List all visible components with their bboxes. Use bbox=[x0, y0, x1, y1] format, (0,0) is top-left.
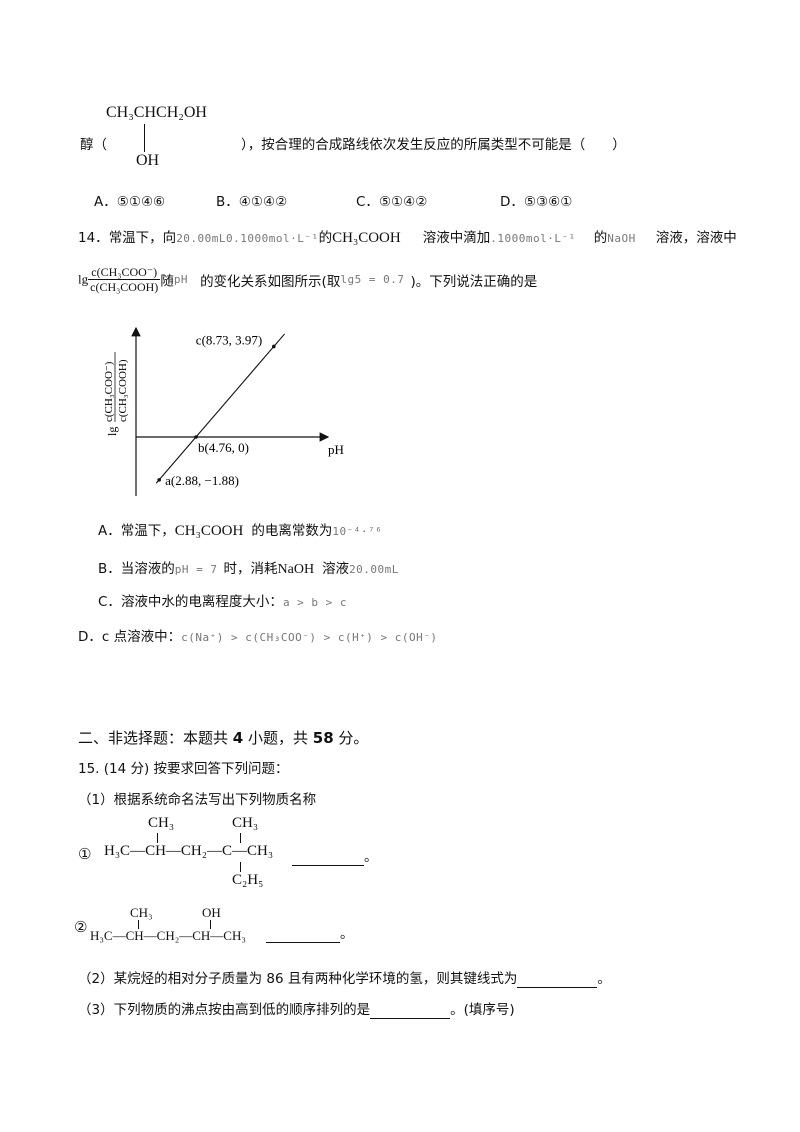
point-label-1: b(4.76, 0) bbox=[198, 440, 249, 455]
structure2-hydroxyl: OH bbox=[202, 905, 221, 920]
q14-option-c: C．溶液中水的电离程度大小：a > b > c bbox=[98, 594, 348, 610]
answer-blank-2[interactable] bbox=[266, 926, 340, 943]
alcohol-formula-bottom: OH bbox=[136, 152, 160, 169]
alcohol-formula-top: CH₃CHCH₂OH bbox=[106, 104, 207, 121]
base-formula: NaOH bbox=[607, 232, 636, 245]
q13-option-c: C．⑤①④② bbox=[356, 194, 428, 210]
svg-text:c(CH₃COOH): c(CH₃COOH) bbox=[117, 359, 129, 422]
bond-line bbox=[144, 124, 146, 152]
q15-part1: （1）根据系统命名法写出下列物质名称 bbox=[78, 792, 317, 808]
ratio-fraction: c(CH₃COO⁻)c(CH₃COOH) bbox=[88, 265, 161, 294]
ph-line-chart: a(2.88, −1.88) b(4.76, 0) c(8.73, 3.97) pH… bbox=[103, 326, 344, 496]
data-point-1 bbox=[194, 435, 198, 439]
structure1-number: ① bbox=[78, 845, 92, 863]
section-title: 二、非选择题：本题共 4 小题，共 58 分。 bbox=[78, 729, 369, 747]
answer-blank-3[interactable] bbox=[517, 971, 598, 988]
structure2-answer: 。 bbox=[266, 922, 354, 943]
q14-volume-conc: 20.00mL0.1000mol·L⁻¹ bbox=[176, 232, 319, 245]
acid-formula: CH₃COOH bbox=[332, 230, 401, 246]
point-label-0: a(2.88, −1.88) bbox=[165, 473, 239, 488]
q14-number: 14． bbox=[78, 230, 109, 246]
q13-question: ），按合理的合成路线依次发生反应的所属类型不可能是（ ） bbox=[241, 137, 626, 153]
y-axis-label: lg c(CH₃COO⁻) c(CH₃COOH) bbox=[103, 352, 129, 436]
structure1-methyl-1: CH₃ bbox=[148, 815, 175, 831]
structure2-number: ② bbox=[74, 918, 88, 936]
structure2-methyl: CH₃ bbox=[130, 905, 153, 920]
structure1-answer: 。 bbox=[292, 845, 378, 866]
q14-base-conc: .1000mol·L⁻¹ bbox=[490, 232, 576, 245]
answer-blank-1[interactable] bbox=[292, 849, 364, 866]
q15-part3: （3）下列物质的沸点按由高到低的顺序排列的是 。(填序号) bbox=[78, 1002, 515, 1019]
point-label-2: c(8.73, 3.97) bbox=[196, 332, 262, 347]
structure1-methyl-2: CH₃ bbox=[232, 815, 259, 831]
data-point-2 bbox=[272, 344, 276, 349]
data-point-0 bbox=[157, 478, 161, 482]
q13-option-a: A．⑤①④⑥ bbox=[94, 194, 166, 210]
series-line-0 bbox=[155, 333, 286, 484]
structure1-ethyl: C₂H₅ bbox=[232, 872, 264, 888]
q15-part2: （2）某烷烃的相对分子质量为 86 且有两种化学环境的氢，则其键线式为 。 bbox=[78, 971, 611, 988]
structure1-main-chain: H₃C—CH—CH₂—C—CH₃ bbox=[104, 843, 274, 859]
point-layer: a(2.88, −1.88) b(4.76, 0) c(8.73, 3.97) bbox=[157, 332, 276, 488]
q13-option-d: D．⑤③⑥① bbox=[500, 194, 573, 210]
svg-text:lg: lg bbox=[105, 427, 119, 436]
q13-option-b: B．④①④② bbox=[216, 194, 288, 210]
q13-prefix: 醇（ bbox=[80, 137, 107, 153]
q14-option-d: D．c 点溶液中：c(Na⁺) > c(CH₃COO⁻) > c(H⁺) > c… bbox=[78, 629, 438, 645]
x-axis-label: pH bbox=[328, 442, 344, 457]
series-layer bbox=[155, 333, 286, 484]
q15-header: 15. (14 分) 按要求回答下列问题： bbox=[78, 761, 289, 777]
answer-blank-4[interactable] bbox=[370, 1002, 451, 1019]
structure2-main-chain: H₃C—CH—CH₂—CH—CH₃ bbox=[90, 928, 246, 943]
svg-text:c(CH₃COO⁻): c(CH₃COO⁻) bbox=[103, 361, 115, 422]
